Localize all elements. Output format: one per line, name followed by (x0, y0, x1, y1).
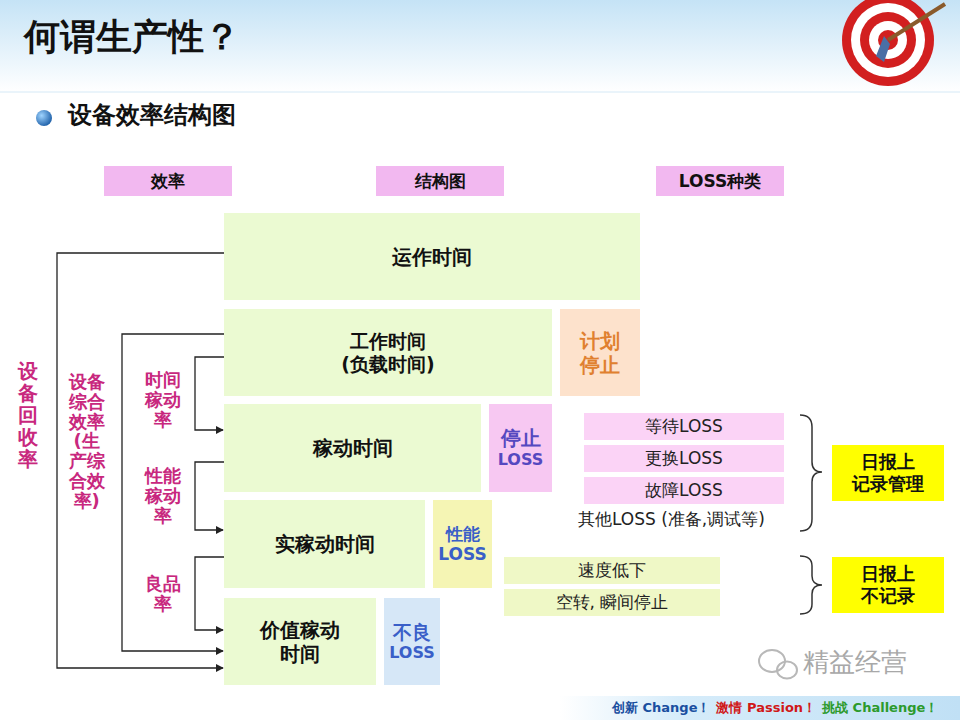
header-band (0, 0, 960, 92)
box-text: 工作时间 (负载时间) (341, 330, 434, 376)
process-box: 工作时间 (负载时间) (224, 309, 552, 396)
bracket-arrow (195, 357, 224, 430)
text-holder: 稼动时间 (313, 436, 393, 460)
bracket-arrow (195, 557, 224, 630)
text-holder: 停止LOSS (498, 426, 544, 469)
process-box: 不良LOSS (384, 598, 440, 685)
axis-label: 良品率 (145, 574, 181, 614)
process-box: 日报上 不记录 (832, 557, 944, 613)
footer-slogan: 挑战 Challenge！ (822, 701, 938, 716)
bracket-arrow (57, 253, 224, 668)
box-text: 运作时间 (392, 245, 472, 269)
process-box: 速度低下 (504, 557, 720, 584)
text-holder: 日报上 记录管理 (852, 451, 924, 494)
process-box: 故障LOSS (584, 477, 784, 504)
footer-slogan: 创新 Change！ (612, 701, 710, 716)
box-text: LOSS (498, 450, 544, 469)
text-holder: 运作时间 (392, 245, 472, 269)
process-box: 运作时间 (224, 213, 640, 300)
target-icon (842, 0, 945, 86)
text-holder: 更换LOSS (645, 448, 723, 468)
page-title: 何谓生产性？ (24, 16, 240, 57)
box-text: 日报上 不记录 (861, 563, 915, 606)
box-text: 更换LOSS (645, 448, 723, 468)
section-heading: 设备效率结构图 (68, 102, 236, 130)
axis-label: 设备综合效率(生产综合效率) (66, 372, 107, 511)
box-text: 故障LOSS (645, 480, 723, 500)
text-holder: 工作时间 (负载时间) (341, 330, 434, 376)
box-text: 结构图 (415, 171, 466, 191)
text-holder: 性能 LOSS (438, 524, 486, 565)
process-box: 等待LOSS (584, 413, 784, 440)
process-box: 价值稼动 时间 (224, 598, 376, 685)
footer-slogan: 激情 Passion！ (716, 701, 816, 716)
box-text: 日报上 记录管理 (852, 451, 924, 494)
text-holder: 故障LOSS (645, 480, 723, 500)
box-text: LOSS种类 (679, 171, 761, 191)
box-text: 空转, 瞬间停止 (556, 592, 669, 612)
box-text: 计划 停止 (580, 329, 620, 377)
text-holder: 价值稼动 时间 (260, 618, 340, 666)
footer-band (560, 696, 960, 720)
text-holder: 效率 (151, 171, 185, 191)
process-box: 停止LOSS (489, 404, 552, 492)
box-text: 实稼动时间 (275, 532, 375, 556)
box-text: 效率 (151, 171, 185, 191)
text-holder: 实稼动时间 (275, 532, 375, 556)
text-holder: 结构图 (415, 171, 466, 191)
box-text: 不良 (393, 621, 431, 644)
process-box: 实稼动时间 (224, 500, 425, 588)
loss-note: 其他LOSS (准备,调试等) (578, 510, 765, 530)
watermark: 精益经营 (803, 648, 907, 678)
process-box: LOSS种类 (656, 166, 784, 196)
box-text: 等待LOSS (645, 416, 723, 436)
process-box: 性能 LOSS (433, 500, 492, 588)
text-holder: 日报上 不记录 (861, 563, 915, 606)
bullet-dot (36, 110, 52, 126)
header-rule (0, 92, 960, 93)
box-text: 停止 (501, 426, 541, 450)
box-text: LOSS (389, 643, 435, 662)
text-holder: 不良LOSS (389, 621, 435, 663)
box-text: 性能 LOSS (438, 524, 486, 565)
process-box: 空转, 瞬间停止 (504, 589, 720, 616)
text-holder: 速度低下 (578, 560, 646, 580)
box-text: 价值稼动 时间 (260, 618, 340, 666)
process-box: 结构图 (376, 166, 504, 196)
process-box: 计划 停止 (560, 309, 640, 396)
axis-label: 设备回收率 (18, 360, 38, 470)
bracket-arrow (122, 334, 224, 651)
text-holder: 计划 停止 (580, 329, 620, 377)
text-holder: 空转, 瞬间停止 (556, 592, 669, 612)
axis-label: 性能稼动率 (145, 466, 181, 525)
text-holder: LOSS种类 (679, 171, 761, 191)
curly-bracket (800, 415, 822, 614)
text-holder: 等待LOSS (645, 416, 723, 436)
axis-label: 时间稼动率 (145, 370, 181, 429)
box-text: 稼动时间 (313, 436, 393, 460)
process-box: 日报上 记录管理 (832, 445, 944, 501)
process-box: 稼动时间 (224, 404, 481, 492)
watermark-icon (759, 650, 797, 679)
process-box: 更换LOSS (584, 445, 784, 472)
bracket-arrow (195, 462, 224, 530)
box-text: 速度低下 (578, 560, 646, 580)
process-box: 效率 (104, 166, 232, 196)
